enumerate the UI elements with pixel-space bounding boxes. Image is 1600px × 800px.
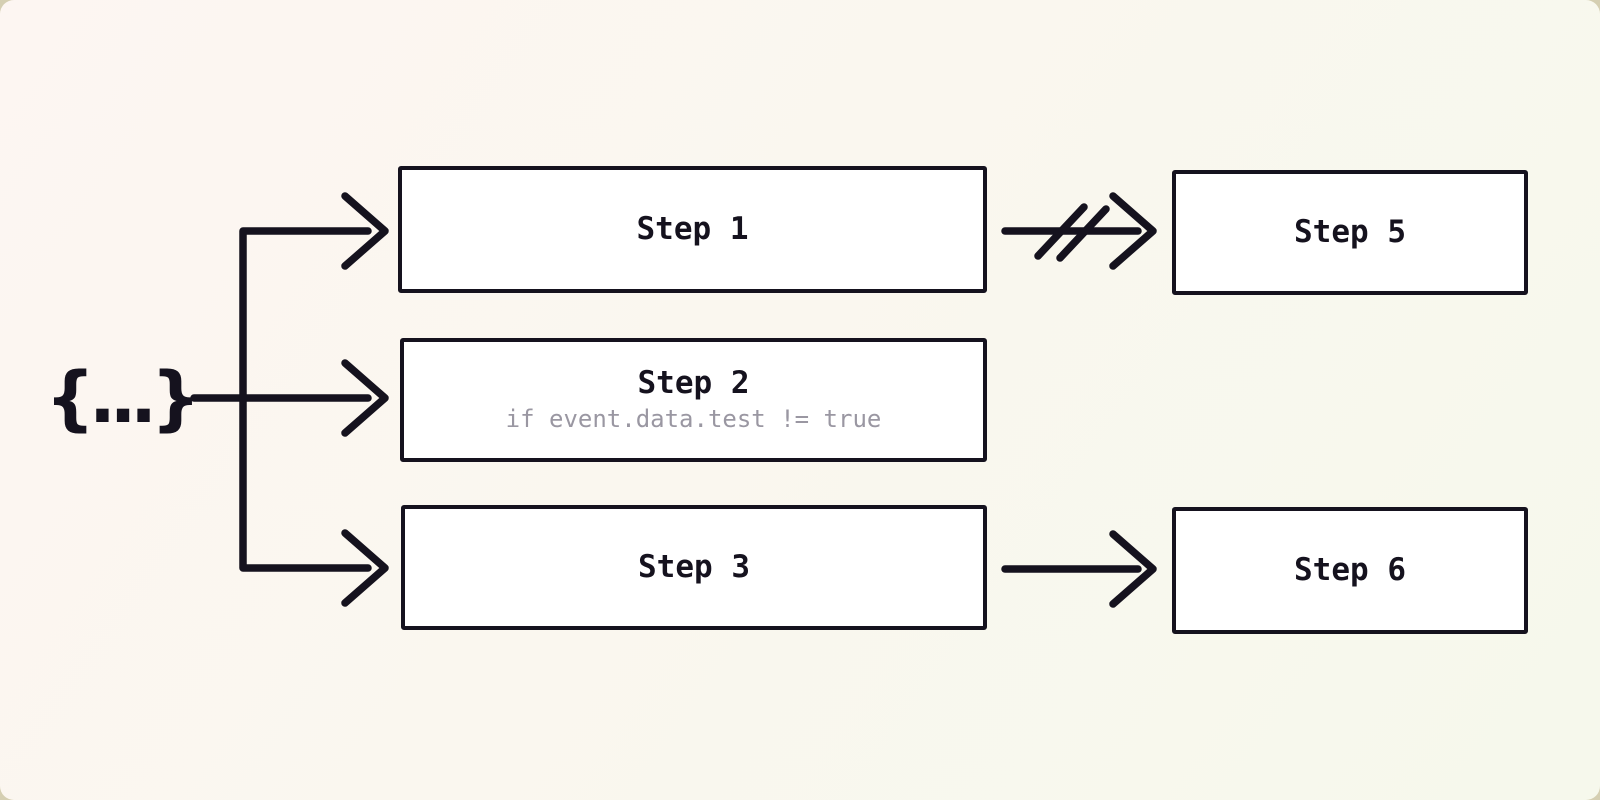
- arrowhead-step2-icon: [341, 359, 389, 437]
- arrowhead-step3-icon: [341, 529, 389, 607]
- event-source-symbol: {...}: [45, 356, 200, 439]
- arrowhead-step1-icon: [341, 192, 389, 270]
- node-step-6: Step 6: [1172, 507, 1528, 634]
- node-step-1: Step 1: [398, 166, 987, 293]
- arrowhead-step6-icon: [1109, 530, 1157, 608]
- node-step-5: Step 5: [1172, 170, 1528, 295]
- arrowhead-step5-icon: [1109, 192, 1157, 270]
- node-step-1-label: Step 1: [636, 210, 749, 247]
- node-step-6-label: Step 6: [1294, 551, 1406, 588]
- edge-source-trunk-and-branches: [239, 227, 372, 572]
- cancel-slash-1-icon: [1034, 203, 1088, 260]
- node-step-3-label: Step 3: [638, 548, 750, 585]
- node-step-2-condition: if event.data.test != true: [505, 405, 882, 434]
- node-step-5-label: Step 5: [1294, 213, 1406, 250]
- node-step-3: Step 3: [401, 505, 987, 630]
- node-step-2-label: Step 2: [637, 365, 750, 402]
- node-step-2: Step 2 if event.data.test != true: [400, 338, 987, 462]
- cancel-slash-2-icon: [1056, 205, 1110, 262]
